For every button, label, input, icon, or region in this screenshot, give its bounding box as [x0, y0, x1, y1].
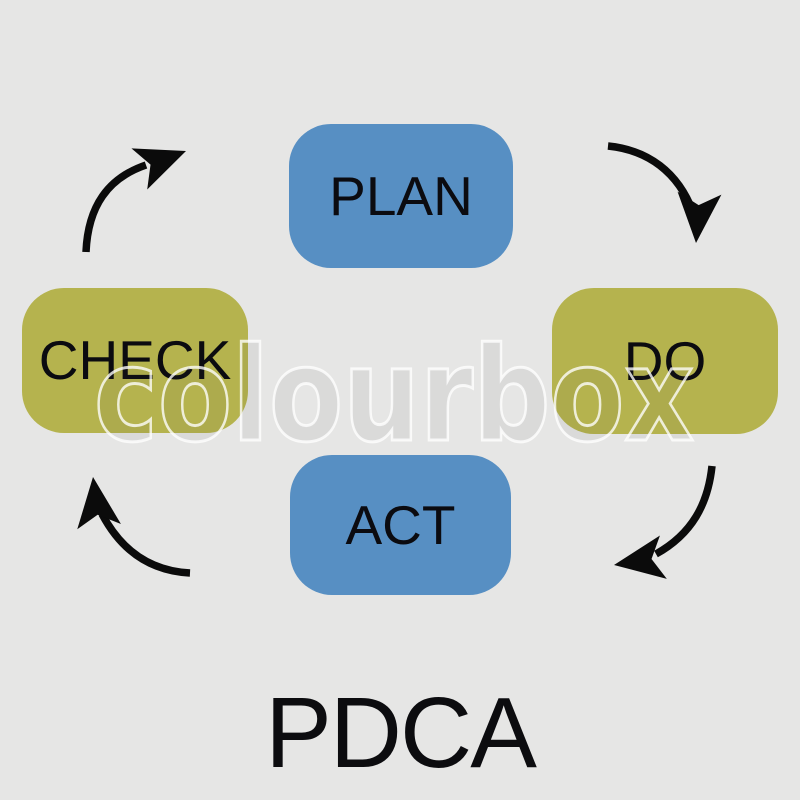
- node-check-label: CHECK: [38, 329, 232, 391]
- node-do: DO: [552, 288, 778, 434]
- arrow-act-to-check-head: [77, 477, 121, 530]
- arrow-plan-to-do: [607, 142, 722, 243]
- page-title: PDCA: [265, 677, 537, 789]
- arrow-check-to-plan: [82, 148, 186, 253]
- node-check: CHECK: [22, 288, 248, 433]
- arrow-plan-to-do-curve: [607, 142, 697, 214]
- node-plan: PLAN: [289, 124, 513, 268]
- node-plan-label: PLAN: [329, 164, 473, 227]
- arrow-check-to-plan-curve: [82, 161, 148, 253]
- arrow-act-to-check: [77, 477, 191, 577]
- node-act-label: ACT: [345, 493, 456, 556]
- arrow-act-to-check-curve: [98, 512, 191, 577]
- node-act: ACT: [290, 455, 511, 595]
- arrow-do-to-act-curve: [654, 465, 716, 558]
- arrow-plan-to-do-head: [677, 191, 722, 243]
- arrow-check-to-plan-head: [131, 148, 186, 190]
- arrow-do-to-act: [614, 465, 716, 579]
- arrow-do-to-act-head: [614, 535, 667, 579]
- node-do-label: DO: [623, 329, 707, 392]
